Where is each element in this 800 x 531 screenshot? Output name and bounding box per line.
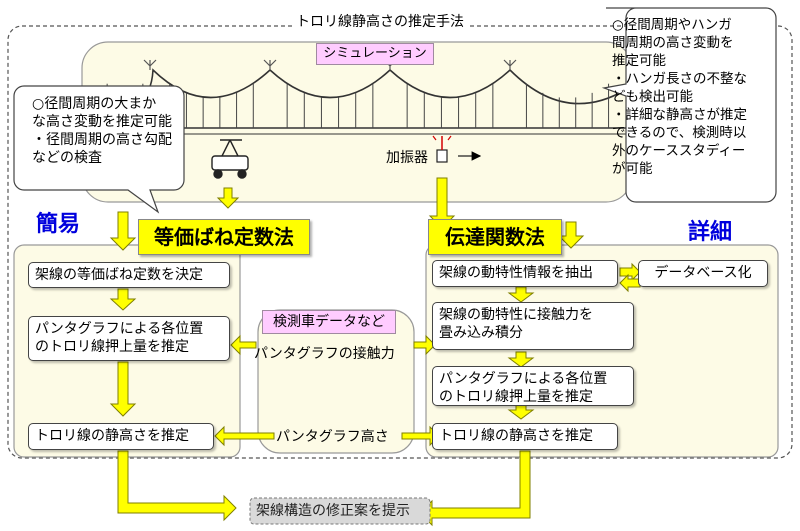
transfer-method-header: 伝達関数法: [428, 219, 562, 255]
right-step-4: トロリ線の静高さを推定: [432, 423, 618, 450]
final-box-label: 架線構造の修正案を提示: [256, 503, 410, 519]
measurement-data-header: 検測車データなど: [262, 310, 396, 334]
left-callout-bubble: [13, 85, 185, 214]
left-callout-text: ○径間周期の大まか な高さ変動を推定可能 ・径間周期の高さ勾配 などの検査: [32, 96, 172, 166]
detailed-label: 詳細: [688, 220, 733, 245]
right-callout-bubble: [601, 7, 777, 203]
flow-arrows: [109, 177, 641, 527]
database-box: データベース化: [638, 260, 768, 287]
right-callout-text: ○径間周期やハンガ 間周期の高さ変動を 推定可能 ・ハンガ長さの不整な ども検出…: [612, 17, 747, 177]
right-step-2: 架線の動特性に接触力を 畳み込み積分: [432, 302, 634, 350]
left-step-2: パンタグラフによる各位置 のトロリ線押上量を推定: [28, 316, 230, 361]
simulation-label: シミュレーション: [316, 43, 434, 65]
left-step-3: トロリ線の静高さを推定: [28, 423, 214, 450]
left-step-1: 架線の等価ばね定数を決定: [28, 262, 230, 288]
pantograph-height-label: パンタグラフ高さ: [276, 429, 389, 445]
right-step-3: パンタグラフによる各位置 のトロリ線押上量を推定: [432, 366, 634, 406]
final-box-frame: [249, 497, 431, 525]
diagram-title: トロリ線静高さの推定手法: [292, 13, 468, 31]
exciter-label: 加振器: [386, 150, 428, 166]
simple-label: 簡易: [36, 212, 81, 237]
right-step-1: 架線の動特性情報を抽出: [432, 260, 618, 287]
spring-method-header: 等価ばね定数法: [138, 219, 310, 255]
contact-force-label: パンタグラフの接触力: [254, 346, 395, 362]
